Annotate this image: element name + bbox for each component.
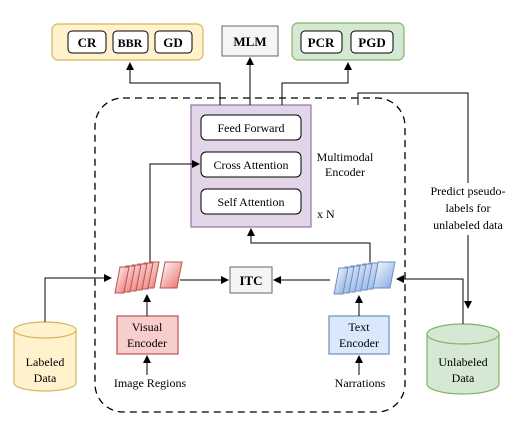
bbr-label: BBR bbox=[118, 36, 143, 50]
visual-embeddings bbox=[114, 261, 183, 294]
predict-line2: labels for bbox=[446, 201, 491, 215]
arrow-to-cr-group bbox=[126, 62, 221, 105]
gd-box bbox=[154, 30, 193, 54]
feed-forward-label: Feed Forward bbox=[218, 121, 285, 135]
arrow-labeled-to-embeddings bbox=[44, 274, 112, 322]
narrations-label: Narrations bbox=[335, 376, 386, 390]
arrow-to-pcr-group bbox=[281, 62, 352, 105]
visual-encoder-line2: Encoder bbox=[127, 336, 167, 350]
cr-box bbox=[67, 30, 107, 54]
cross-attention-label: Cross Attention bbox=[213, 158, 288, 172]
labeled-line1: Labeled bbox=[26, 355, 65, 369]
itc-block: ITC bbox=[229, 266, 273, 294]
encoder-title-line1: Multimodal bbox=[317, 150, 374, 164]
arrow-text-to-self-attention bbox=[247, 228, 371, 262]
text-embeddings bbox=[333, 261, 396, 295]
arrow-unlabeled-to-embeddings bbox=[396, 275, 464, 324]
pcr-label: PCR bbox=[308, 35, 335, 50]
unlabeled-line1: Unlabeled bbox=[438, 355, 487, 369]
arrow-visual-to-cross-attention bbox=[149, 160, 200, 262]
text-encoder-line2: Encoder bbox=[339, 336, 379, 350]
image-regions-label: Image Regions bbox=[114, 376, 187, 390]
unlabeled-line2: Data bbox=[452, 371, 475, 385]
repeat-label: x N bbox=[317, 207, 335, 221]
self-attention-label: Self Attention bbox=[218, 195, 285, 209]
unlabeled-data-cylinder: Unlabeled Data bbox=[426, 323, 500, 395]
labeled-data-cylinder: Labeled Data bbox=[13, 321, 77, 392]
encoder-title-line2: Encoder bbox=[325, 165, 365, 179]
connectors bbox=[44, 57, 472, 375]
self-attention-layer bbox=[200, 188, 302, 215]
gd-label: GD bbox=[163, 35, 183, 50]
feedback-line-top bbox=[357, 92, 469, 183]
pcr-box bbox=[300, 30, 343, 54]
pgd-box bbox=[350, 30, 394, 54]
bbr-box bbox=[112, 30, 149, 54]
itc-label: ITC bbox=[239, 273, 262, 288]
labeled-line2: Data bbox=[34, 371, 57, 385]
top-left-group: CR BBR GD bbox=[51, 23, 204, 61]
visual-encoder-line1: Visual bbox=[132, 320, 163, 334]
predict-line3: unlabeled data bbox=[433, 218, 503, 232]
mlm-label: MLM bbox=[233, 34, 266, 49]
cr-label: CR bbox=[78, 35, 97, 50]
cross-attention-layer bbox=[200, 151, 302, 178]
top-right-group: PCR PGD bbox=[291, 22, 405, 61]
visual-encoder-box bbox=[116, 315, 179, 355]
mlm-group: MLM bbox=[221, 25, 279, 57]
text-encoder: Text Encoder bbox=[328, 315, 390, 355]
visual-encoder: Visual Encoder bbox=[116, 315, 179, 355]
feed-forward-layer bbox=[200, 114, 302, 141]
mlm-box bbox=[221, 25, 279, 57]
predict-line1: Predict pseudo- bbox=[431, 184, 506, 198]
multimodal-encoder: Feed Forward Cross Attention Self Attent… bbox=[190, 104, 374, 228]
predict-pseudo-labels-note: Predict pseudo- labels for unlabeled dat… bbox=[431, 184, 506, 232]
pgd-label: PGD bbox=[358, 35, 385, 50]
text-encoder-line1: Text bbox=[348, 320, 370, 334]
itc-box bbox=[229, 266, 273, 294]
